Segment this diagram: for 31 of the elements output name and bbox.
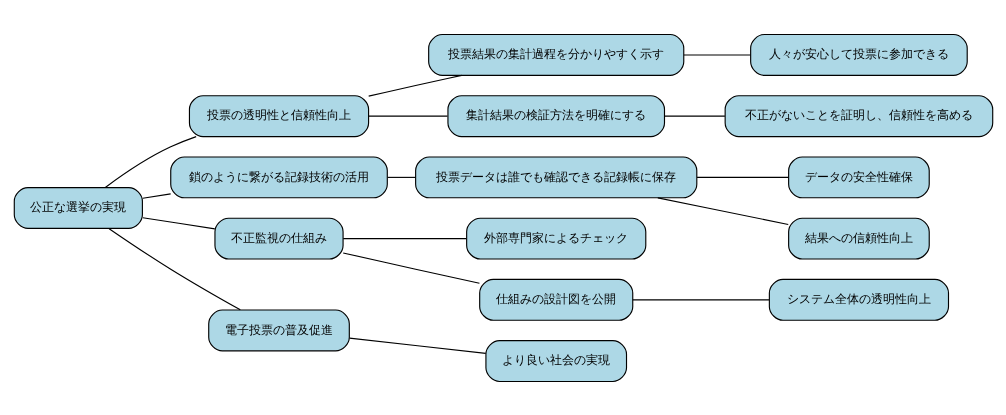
node-box: より良い社会の実現 <box>484 339 627 382</box>
connector <box>141 216 215 229</box>
connector <box>656 196 789 225</box>
node-box: 鎖のように繋がる記録技術の活用 <box>169 155 388 198</box>
node-box: 人々が安心して投票に参加できる <box>749 33 968 76</box>
connector <box>367 74 462 97</box>
connector <box>104 135 197 188</box>
connector <box>141 192 171 199</box>
node-box: 投票データは誰でも確認できる記録帳に保存 <box>414 155 697 198</box>
node-box: システム全体の透明性向上 <box>768 278 949 321</box>
connector <box>631 298 770 300</box>
node-box: 電子投票の普及促進 <box>207 308 350 351</box>
node-box: 投票結果の集計過程を分かりやすく示す <box>427 33 684 76</box>
node-box: 不正がないことを証明し、信頼性を高める <box>724 94 993 137</box>
connector <box>663 115 725 117</box>
connector <box>342 237 467 239</box>
connector <box>695 176 789 178</box>
node-box: データの安全性確保 <box>787 155 930 198</box>
node-box: 結果への信頼性向上 <box>787 217 930 260</box>
node-box: 投票の透明性と信頼性向上 <box>188 94 369 137</box>
connector <box>682 53 751 55</box>
node-box: 外部専門家によるチェック <box>465 217 646 260</box>
connector <box>108 227 241 310</box>
node-box: 集計結果の検証方法を明確にする <box>446 94 665 137</box>
connector <box>348 337 486 354</box>
connector <box>367 115 448 117</box>
connector <box>386 176 416 178</box>
node-box: 公正な選挙の実現 <box>13 186 143 229</box>
connector <box>342 251 480 284</box>
node-box: 不正監視の仕組み <box>213 217 344 260</box>
node-box: 仕組みの設計図を公開 <box>478 278 633 321</box>
